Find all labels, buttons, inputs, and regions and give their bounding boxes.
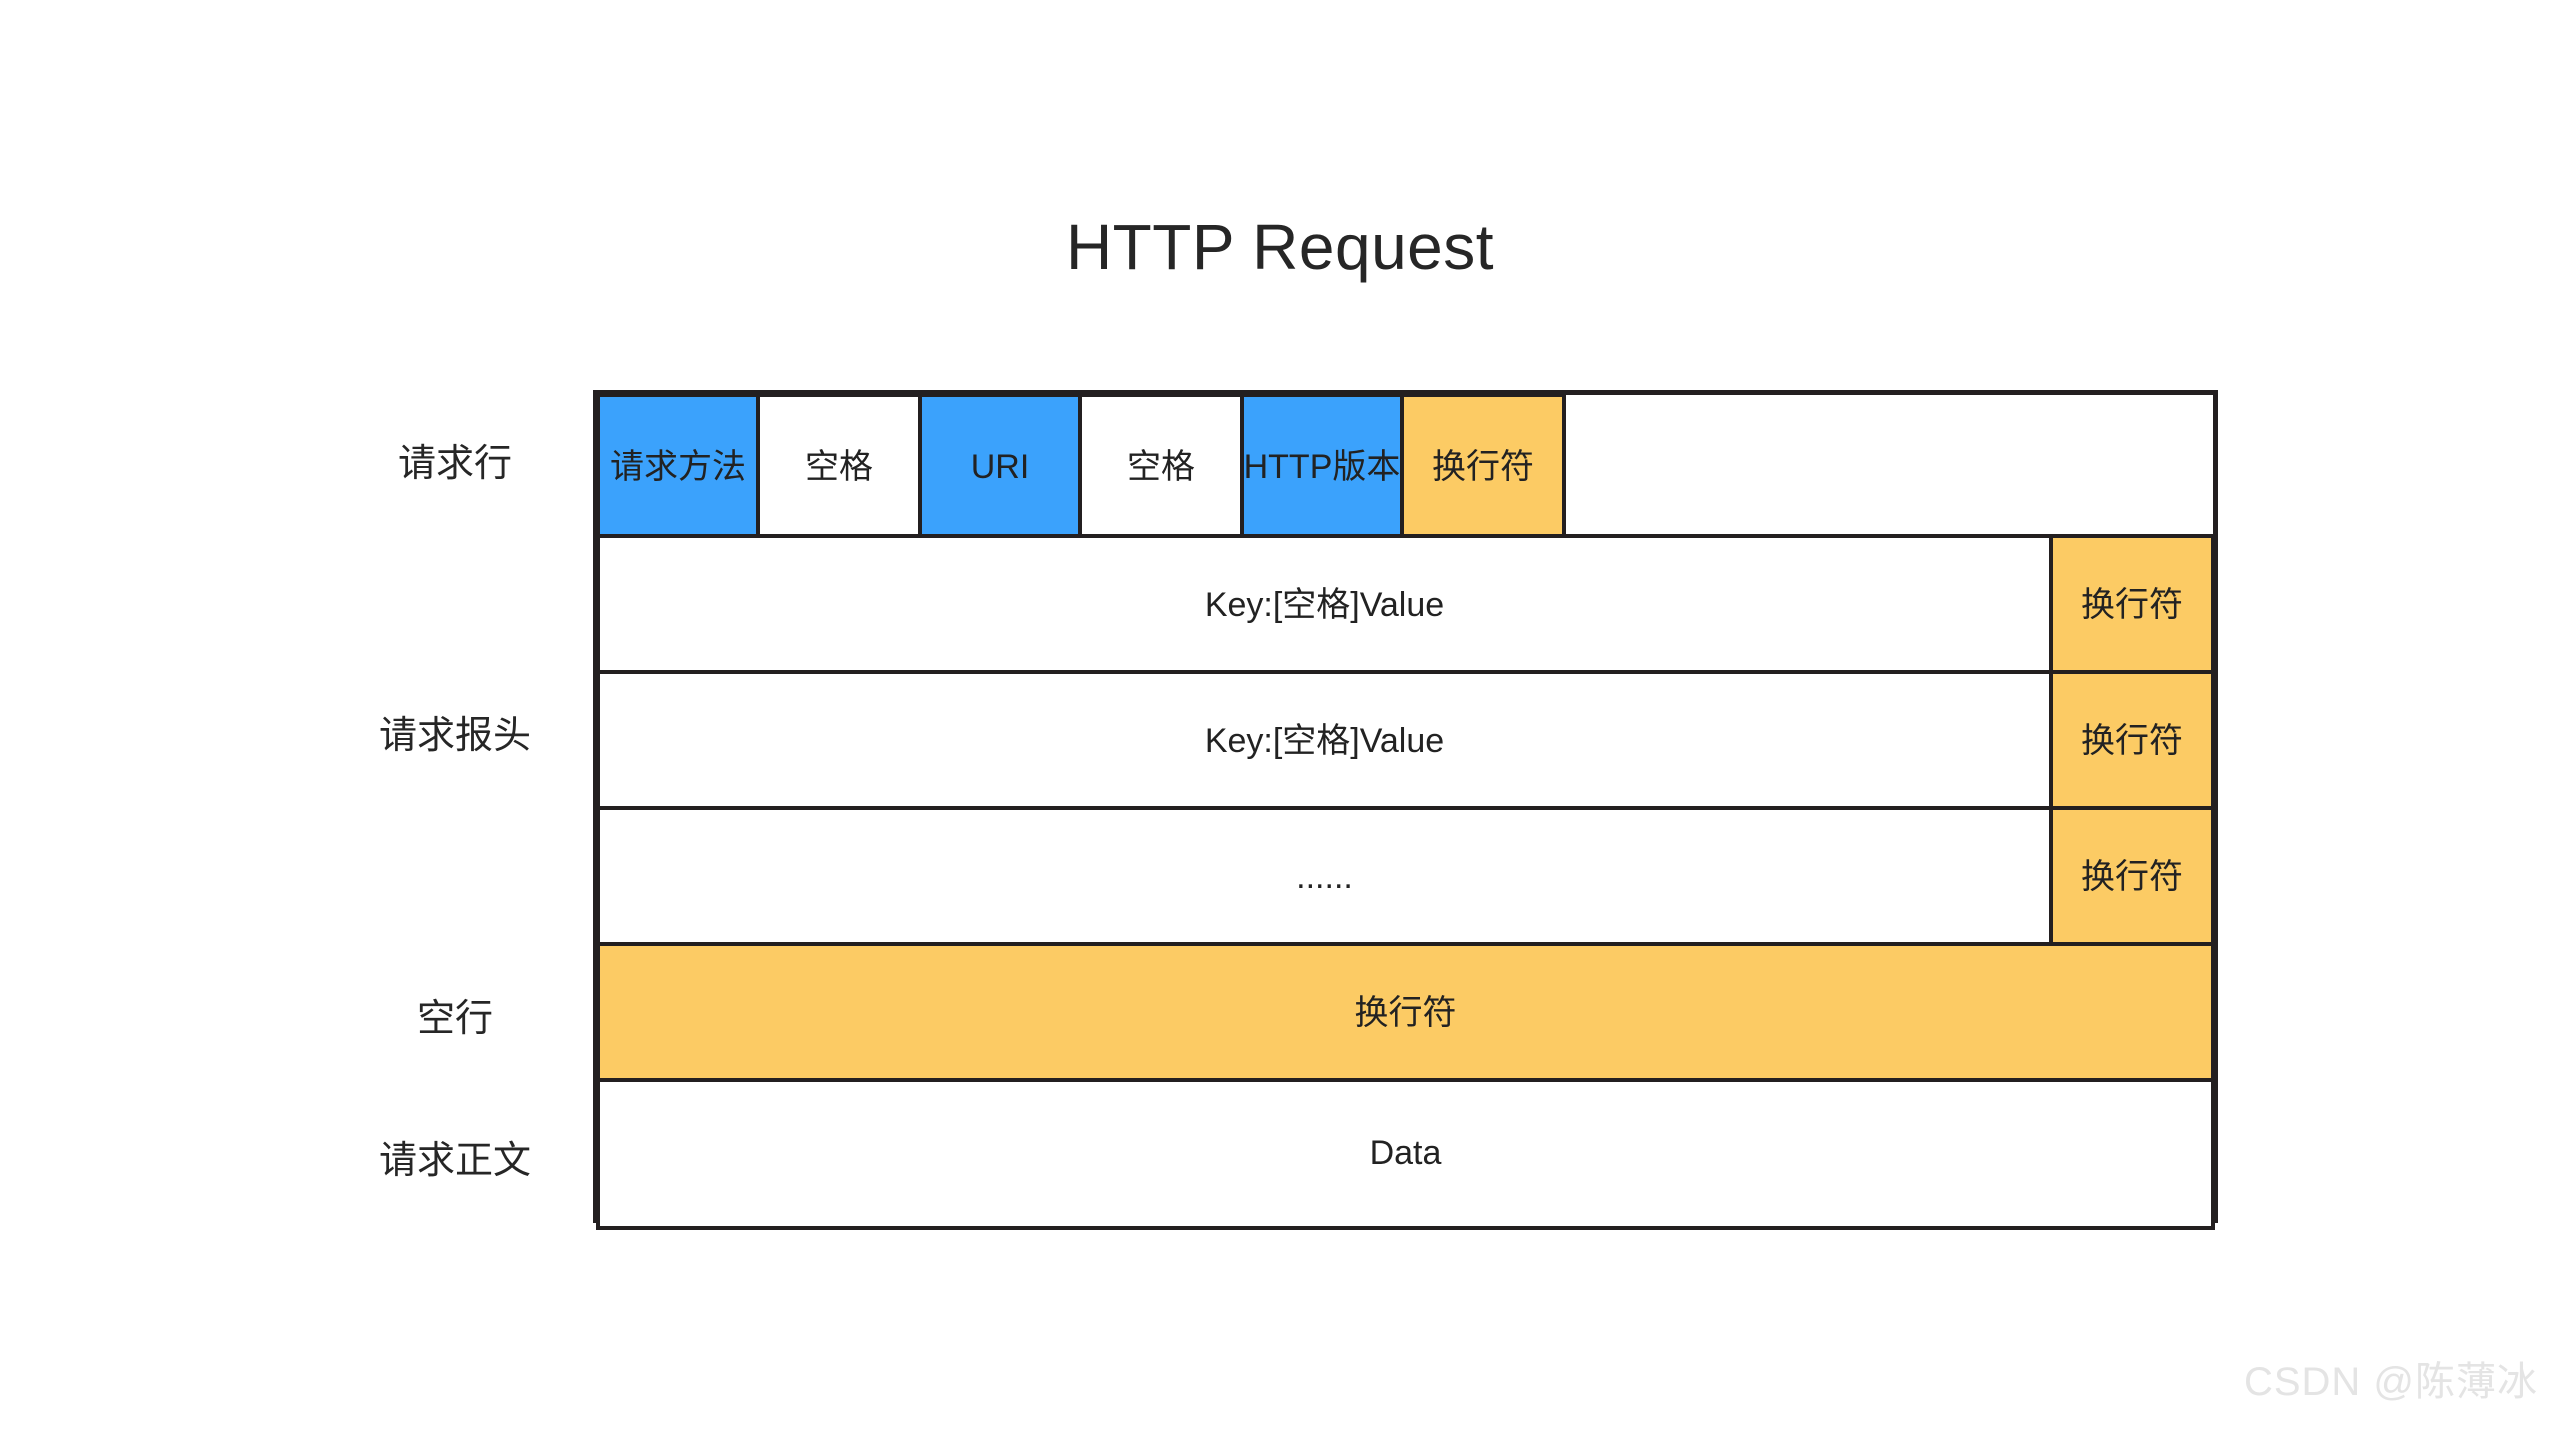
cell-space-1: 空格 (756, 393, 922, 542)
cell-newline-blank-line: 换行符 (596, 942, 2215, 1086)
cell-header-key-value-2: Key:[空格]Value (596, 670, 2053, 814)
packet-structure-table: 请求方法 空格 URI 空格 HTTP版本 换行符 Key:[空格]Value … (593, 390, 2218, 1230)
section-label-request-body: 请求正文 (378, 1140, 531, 1182)
cell-uri: URI (918, 393, 1082, 542)
cell-header-key-value-1: Key:[空格]Value (596, 534, 2053, 678)
cell-newline-request-line: 换行符 (1400, 393, 1566, 542)
http-request-diagram: 请求方法 空格 URI 空格 HTTP版本 换行符 Key:[空格]Value … (593, 390, 2218, 1230)
section-label-blank-line: 空行 (416, 998, 493, 1040)
table-row-header-3: ...... 换行符 (596, 806, 2215, 950)
table-row-request-body: Data (596, 1078, 2215, 1230)
page-title: HTTP Request (1065, 211, 1495, 283)
cell-space-2: 空格 (1078, 393, 1244, 542)
cell-data: Data (596, 1078, 2215, 1230)
watermark: CSDN @陈薄冰 (2243, 1360, 2538, 1404)
table-row-request-line: 请求方法 空格 URI 空格 HTTP版本 换行符 (596, 393, 2213, 542)
table-row-blank-line: 换行符 (596, 942, 2215, 1086)
section-label-request-header: 请求报头 (378, 715, 531, 757)
table-row-header-1: Key:[空格]Value 换行符 (596, 534, 2215, 678)
cell-newline-header-2: 换行符 (2049, 670, 2215, 814)
cell-newline-header-3: 换行符 (2049, 806, 2215, 950)
cell-newline-header-1: 换行符 (2049, 534, 2215, 678)
section-label-request-line: 请求行 (397, 443, 512, 485)
cell-header-ellipsis: ...... (596, 806, 2053, 950)
table-row-header-2: Key:[空格]Value 换行符 (596, 670, 2215, 814)
cell-http-version: HTTP版本 (1240, 393, 1404, 542)
cell-request-method: 请求方法 (596, 393, 760, 542)
